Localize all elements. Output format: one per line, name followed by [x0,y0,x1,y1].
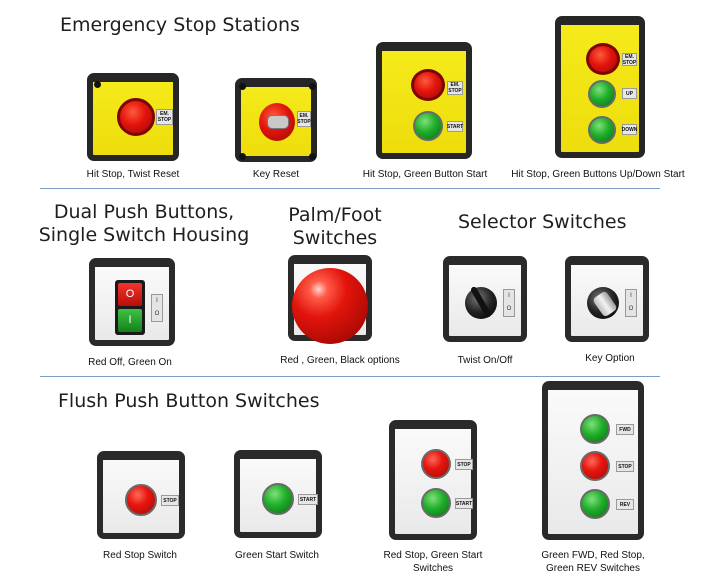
up-label: UP [622,88,637,99]
up-green-button [588,80,616,108]
estop-mushroom-button [411,69,445,101]
estop-key-button [259,103,295,141]
indicator-on-mark: I [630,293,632,299]
dual-push-button-housing: O I [115,280,145,335]
dual-push-heading-line1: Dual Push Buttons, [53,201,235,223]
stop-start-caption-line1: Red Stop, Green Start [383,550,483,561]
stop-label: STOP [161,495,179,506]
start-label: START [455,498,473,509]
palm-red-mushroom-button [292,268,368,344]
down-label: DOWN [622,124,637,135]
green-start-flush-station: START [234,450,322,538]
section-divider [40,376,660,377]
key-selector-lock [587,287,619,319]
dual-push-station: O I I O [89,258,175,346]
estop-up-down-caption: Hit Stop, Green Buttons Up/Down Start [511,169,685,180]
indicator-off-mark: O [506,306,512,312]
key-icon [592,290,618,318]
start-green-button [262,483,294,515]
flush-push-heading: Flush Push Button Switches [58,390,320,412]
indicator-off-mark: O [154,311,160,317]
fwd-green-button [580,414,610,444]
estop-label: EM. STOP [297,111,311,127]
start-green-button [421,488,451,518]
key-selector-station: I O [565,256,649,342]
fwd-stop-rev-flush-station: FWD STOP REV [542,381,644,540]
palm-foot-caption: Red , Green, Black options [280,355,400,366]
dual-push-heading: Dual Push Buttons, Single Switch Housing [30,201,258,247]
estop-mushroom-button [117,98,155,136]
section-divider [40,188,660,189]
twist-selector-station: I O [443,256,527,342]
start-green-button [413,111,443,141]
dual-push-caption: Red Off, Green On [88,357,172,368]
fwd-stop-rev-caption-line1: Green FWD, Red Stop, [541,550,645,561]
rev-green-button [580,489,610,519]
twist-selector-knob [465,285,497,319]
stop-red-button [580,451,610,481]
palm-foot-station [288,255,372,344]
stop-start-caption: Red Stop, Green Start Switches [378,549,488,575]
estop-up-down-station: EM. STOP UP DOWN [555,16,645,158]
fwd-stop-rev-caption: Green FWD, Red Stop, Green REV Switches [533,549,653,575]
down-green-button [588,116,616,144]
red-stop-caption: Red Stop Switch [103,550,177,561]
rev-label: REV [616,499,634,510]
estop-green-start-station: EM. STOP START [376,42,472,159]
indicator-on-mark: I [508,293,510,299]
stop-label: STOP [455,459,473,470]
off-red-button: O [118,283,142,306]
start-label: START [447,121,463,132]
fwd-label: FWD [616,424,634,435]
palm-foot-heading-line2: Switches [292,227,378,249]
indicator-plate: I O [151,294,163,322]
estop-twist-reset-station: EM. STOP [87,73,179,161]
on-green-button: I [118,309,142,332]
stop-red-button [421,449,451,479]
dual-push-heading-line2: Single Switch Housing [38,224,250,246]
estop-key-reset-station: EM. STOP [235,78,317,162]
estop-green-start-caption: Hit Stop, Green Button Start [362,169,488,180]
indicator-off-mark: O [628,306,634,312]
knob-grip-icon [469,285,493,319]
start-label: START [298,494,318,505]
indicator-plate: I O [503,289,515,317]
indicator-plate: I O [625,289,637,317]
green-start-caption: Green Start Switch [235,550,319,561]
red-stop-flush-station: STOP [97,451,185,539]
estop-key-reset-caption: Key Reset [252,169,300,180]
stop-red-button [125,484,157,516]
palm-foot-heading: Palm/Foot Switches [280,204,390,250]
emergency-stop-heading: Emergency Stop Stations [60,14,300,36]
estop-mushroom-button [586,43,620,75]
palm-foot-heading-line1: Palm/Foot [288,204,382,226]
twist-selector-caption: Twist On/Off [457,355,513,366]
key-icon [267,115,289,129]
estop-label: EM. STOP [156,109,173,125]
key-selector-caption: Key Option [585,353,635,364]
estop-twist-reset-caption: Hit Stop, Twist Reset [86,169,180,180]
indicator-on-mark: I [156,298,158,304]
estop-label: EM. STOP [622,53,637,66]
stop-start-caption-line2: Switches [412,563,453,574]
stop-start-flush-station: STOP START [389,420,477,540]
fwd-stop-rev-caption-line2: Green REV Switches [546,563,640,574]
stop-label: STOP [616,461,634,472]
estop-label: EM. STOP [447,81,463,95]
selector-heading: Selector Switches [458,211,627,233]
